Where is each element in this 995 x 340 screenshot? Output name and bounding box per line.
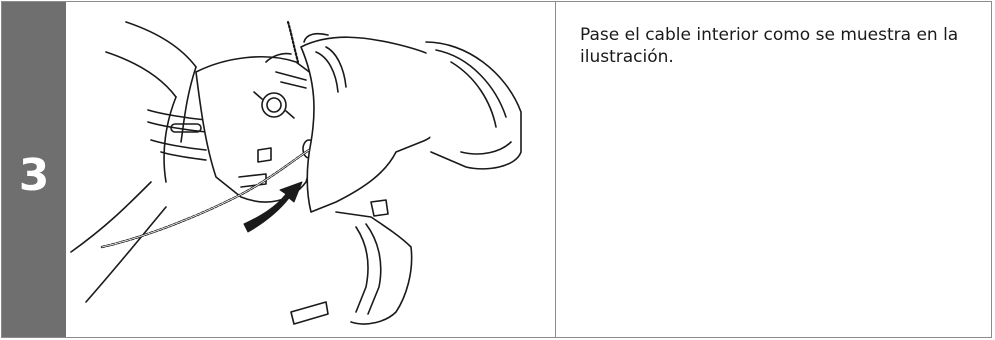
lever-hood bbox=[300, 32, 452, 213]
lever-blade bbox=[290, 199, 413, 325]
step-instruction-text: Pase el cable interior como se muestra e… bbox=[580, 25, 959, 67]
clamp-band bbox=[147, 109, 207, 161]
brake-body bbox=[425, 41, 522, 170]
inner-cable-top bbox=[286, 20, 300, 64]
brake-lever-illustration bbox=[66, 2, 554, 337]
handlebar-shape bbox=[70, 21, 197, 303]
column-divider bbox=[555, 2, 556, 337]
routing-arrow-icon bbox=[243, 181, 303, 233]
lever-body bbox=[195, 52, 319, 203]
step-number: 3 bbox=[18, 150, 50, 201]
step-number-bar: 3 bbox=[2, 2, 66, 337]
